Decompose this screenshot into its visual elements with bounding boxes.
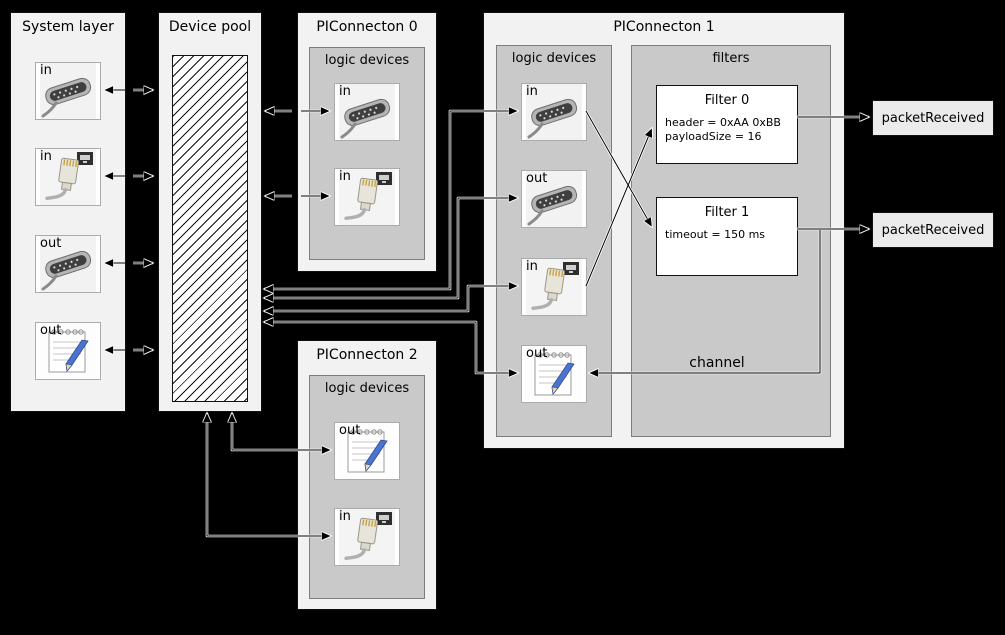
filter-0-param: header = 0xAA 0xBB	[665, 116, 781, 129]
device-label: in	[526, 84, 538, 99]
device-label: in	[339, 509, 351, 524]
device-label: out	[40, 323, 62, 338]
event-label: packetReceived	[881, 222, 985, 238]
piconnecton-1-filters: filters Filter 0 header = 0xAA 0xBB payl…	[631, 45, 831, 437]
device-label: in	[526, 259, 538, 274]
system-layer-title: System layer	[22, 19, 114, 35]
piconnecton-1-panel: PIConnecton 1 logic devices in out in ou…	[483, 12, 845, 449]
pic1-device-notepad-out: out	[521, 345, 587, 403]
filter-1-param: timeout = 150 ms	[665, 228, 766, 241]
filter-1-box: Filter 1 timeout = 150 ms	[656, 197, 798, 276]
system-device-notepad-out: out	[35, 322, 101, 380]
filter-0-box: Filter 0 header = 0xAA 0xBB payloadSize …	[656, 85, 798, 164]
device-label: out	[526, 171, 548, 186]
system-device-serial-in: in	[35, 62, 101, 120]
filters-label: filters	[712, 51, 750, 66]
device-label: out	[339, 423, 361, 438]
device-label: in	[40, 63, 52, 78]
piconnecton-1-logic-devices: logic devices in out in out	[496, 45, 612, 437]
system-layer-panel: System layer in in out out	[10, 12, 126, 412]
packet-received-event-1: packetReceived	[872, 212, 994, 248]
system-device-ethernet-in: in	[35, 148, 101, 206]
logic-devices-label: logic devices	[324, 381, 410, 396]
packet-received-event-0: packetReceived	[872, 100, 994, 136]
filter-0-param: payloadSize = 16	[665, 130, 762, 143]
piconnecton-2-logic-devices: logic devices out in	[309, 375, 425, 599]
logic-devices-label: logic devices	[324, 53, 410, 68]
system-device-serial-out: out	[35, 235, 101, 293]
pic2-device-ethernet-in: in	[334, 508, 400, 566]
channel-label: channel	[689, 355, 745, 371]
device-pool-title: Device pool	[168, 19, 252, 35]
pic1-device-ethernet-in: in	[521, 258, 587, 316]
piconnecton-0-logic-devices: logic devices in in	[309, 47, 425, 260]
device-pool-panel: Device pool	[158, 12, 262, 412]
piconnecton-1-title: PIConnecton 1	[613, 19, 715, 35]
piconnecton-2-panel: PIConnecton 2 logic devices out in	[297, 340, 437, 610]
filter-1-title: Filter 1	[704, 205, 750, 220]
piconnecton-0-panel: PIConnecton 0 logic devices in in	[297, 12, 437, 272]
logic-devices-label: logic devices	[511, 51, 597, 66]
pic2-device-notepad-out: out	[334, 422, 400, 480]
device-label: in	[339, 84, 351, 99]
pic1-device-serial-out: out	[521, 170, 587, 228]
filter-0-title: Filter 0	[704, 93, 750, 108]
device-pool-hatch	[172, 55, 248, 402]
pic1-device-serial-in: in	[521, 83, 587, 141]
pic0-device-ethernet-in: in	[334, 168, 400, 226]
piconnecton-2-title: PIConnecton 2	[316, 347, 418, 363]
piconnecton-0-title: PIConnecton 0	[316, 19, 418, 35]
device-label: in	[339, 169, 351, 184]
device-label: out	[40, 236, 62, 251]
device-label: out	[526, 346, 548, 361]
device-label: in	[40, 149, 52, 164]
event-label: packetReceived	[881, 110, 985, 126]
pic0-device-serial-in: in	[334, 83, 400, 141]
